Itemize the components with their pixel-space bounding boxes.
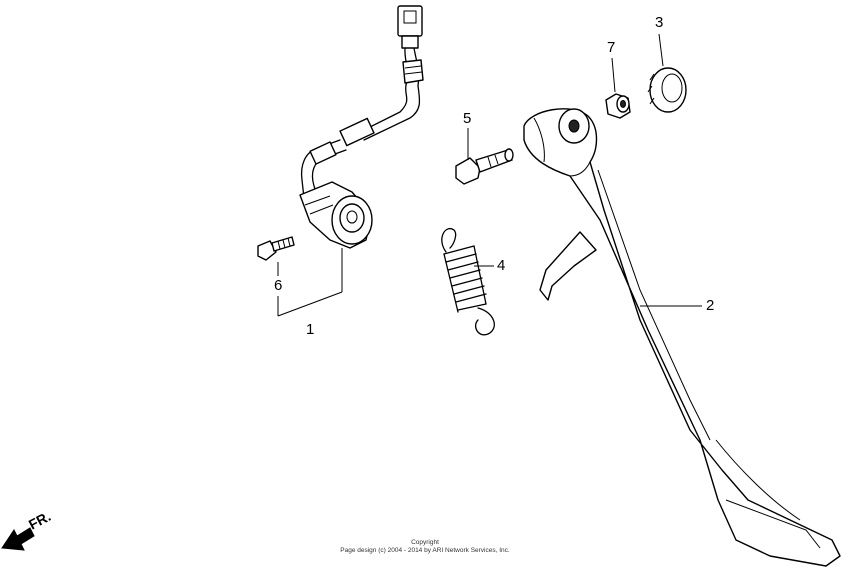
callout-4: 4 — [497, 257, 506, 274]
spring-4-illustration — [441, 228, 495, 336]
callout-3: 3 — [655, 14, 664, 31]
copyright-notice: Copyright Page design (c) 2004 - 2014 by… — [300, 539, 550, 555]
callout-7: 7 — [607, 39, 616, 56]
bolt-6-illustration — [257, 236, 295, 261]
bolt-5-illustration — [455, 148, 514, 185]
nut-7-illustration — [605, 93, 631, 119]
side-stand-switch-illustration — [299, 5, 424, 249]
side-stand-2-illustration — [523, 108, 841, 567]
leader-lines — [277, 33, 702, 317]
callout-6: 6 — [274, 277, 283, 294]
copyright-title: Copyright — [411, 539, 439, 546]
cap-3-illustration — [647, 67, 687, 113]
front-direction-arrow-icon — [1, 527, 35, 551]
callout-2: 2 — [706, 297, 715, 314]
callout-1: 1 — [306, 321, 315, 338]
callout-5: 5 — [463, 110, 472, 127]
copyright-text: Page design (c) 2004 - 2014 by ARI Netwo… — [340, 547, 510, 554]
